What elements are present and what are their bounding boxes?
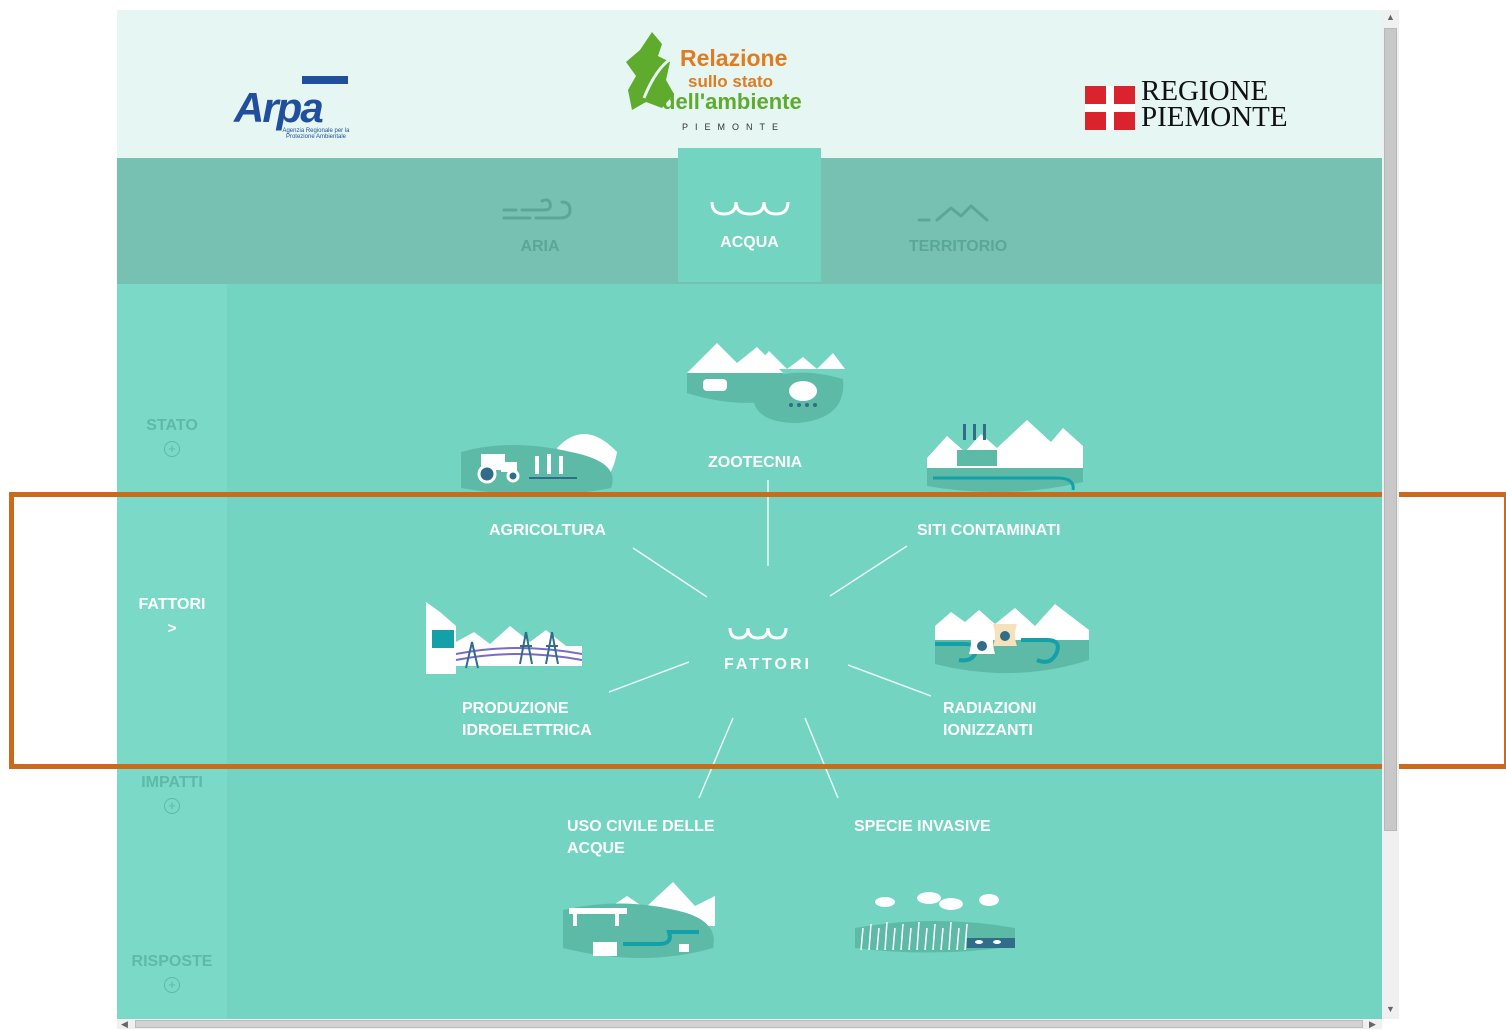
tab-acqua[interactable]: ACQUA <box>678 148 821 282</box>
chevron-right-icon: > <box>167 620 177 637</box>
nav-item-fattori[interactable]: FATTORI > <box>117 596 227 637</box>
vertical-scrollbar[interactable]: ▲ ▼ <box>1382 10 1399 1019</box>
rsa-logo-title: Relazione sullo stato dell'ambiente <box>662 45 802 113</box>
water-treatment-icon <box>563 882 715 958</box>
center-label: FATTORI <box>724 656 812 673</box>
regione-line2: PIEMONTE <box>1141 101 1288 133</box>
wind-icon <box>502 198 572 220</box>
rsa-logo-subtitle: PIEMONTE <box>682 122 786 132</box>
nav-fattori-label: FATTORI <box>138 596 206 613</box>
invasive-species-icon <box>855 892 1015 953</box>
node-radiazioni-line2: IONIZZANTI <box>943 722 1033 739</box>
regione-line1: REGIONE <box>1141 75 1269 107</box>
node-uso-civile-line1: USO CIVILE DELLE <box>567 818 715 835</box>
fattori-diagram: FATTORI ZOOTECNIA <box>227 284 1382 1019</box>
node-radiazioni-ionizzanti[interactable]: RADIAZIONI IONIZZANTI <box>943 698 1036 742</box>
tab-acqua-label: ACQUA <box>720 234 779 251</box>
nav-impatti-label: IMPATTI <box>141 774 203 791</box>
rsa-logo-line3: dell'ambiente <box>662 89 802 114</box>
scroll-down-arrow-icon[interactable]: ▼ <box>1386 1004 1395 1014</box>
arpa-badge <box>302 76 348 84</box>
rsa-logo[interactable]: Relazione sullo stato dell'ambiente PIEM… <box>622 28 822 136</box>
node-uso-civile[interactable]: USO CIVILE DELLE ACQUE <box>567 816 715 860</box>
scroll-up-arrow-icon[interactable]: ▲ <box>1386 12 1395 22</box>
app-viewport: Arpa Agenzia Regionale per la Protezione… <box>117 10 1382 1019</box>
nuclear-plant-icon <box>935 604 1089 674</box>
scroll-left-arrow-icon[interactable]: ◀ <box>121 1019 128 1029</box>
expand-plus-icon: + <box>164 977 180 993</box>
expand-plus-icon: + <box>164 798 180 814</box>
rsa-logo-line2: sullo stato <box>688 72 774 91</box>
arpa-logo[interactable]: Arpa Agenzia Regionale per la Protezione… <box>232 76 362 140</box>
hydro-power-icon <box>426 602 583 674</box>
nav-item-impatti[interactable]: IMPATTI + <box>117 774 227 814</box>
tab-territorio-label: TERRITORIO <box>908 238 1008 255</box>
node-zootecnia[interactable]: ZOOTECNIA <box>708 454 803 471</box>
factory-pollution-icon <box>927 420 1083 493</box>
nav-item-risposte[interactable]: RISPOSTE + <box>117 953 227 993</box>
arpa-logo-subtitle: Agenzia Regionale per la Protezione Ambi… <box>282 128 350 140</box>
cows-pasture-icon <box>687 343 845 423</box>
scroll-right-arrow-icon[interactable]: ▶ <box>1369 1019 1376 1029</box>
node-agricoltura[interactable]: AGRICOLTURA <box>489 522 607 539</box>
horizontal-scrollbar[interactable]: ◀ ▶ <box>117 1019 1382 1029</box>
mountain-icon <box>917 204 989 222</box>
water-waves-icon <box>710 201 789 216</box>
zootecnia-illustration[interactable] <box>687 339 845 432</box>
node-siti-contaminati[interactable]: SITI CONTAMINATI <box>917 522 1061 539</box>
center-water-icon <box>728 627 788 640</box>
piemonte-flag-icon <box>1085 86 1135 130</box>
regione-piemonte-logo[interactable]: REGIONE PIEMONTE <box>1085 77 1288 134</box>
tractor-field-icon <box>461 433 617 495</box>
piemonte-leaf-icon <box>626 32 674 110</box>
tab-aria-label: ARIA <box>520 238 560 255</box>
nav-stato-label: STATO <box>146 417 198 434</box>
horizontal-scrollbar-thumb[interactable] <box>135 1020 1363 1028</box>
specie-invasive-illustration[interactable] <box>855 878 1015 967</box>
node-idroelettrica-line2: IDROELETTRICA <box>462 722 592 739</box>
regione-piemonte-text: REGIONE PIEMONTE <box>1141 75 1288 133</box>
topic-tabbar: ARIA ACQUA TERRITORIO <box>117 148 1382 284</box>
node-produzione-idroelettrica[interactable]: PRODUZIONE IDROELETTRICA <box>462 698 592 742</box>
node-radiazioni-line1: RADIAZIONI <box>943 700 1037 717</box>
node-specie-invasive[interactable]: SPECIE INVASIVE <box>854 818 991 835</box>
idroelettrica-illustration[interactable] <box>426 602 583 687</box>
expand-plus-icon: + <box>164 441 180 457</box>
header: Arpa Agenzia Regionale per la Protezione… <box>117 10 1382 158</box>
node-uso-civile-line2: ACQUE <box>567 840 625 857</box>
section-nav: STATO + FATTORI > IMPATTI + RISPOSTE + <box>117 284 227 1019</box>
node-idroelettrica-line1: PRODUZIONE <box>462 700 569 717</box>
uso-civile-illustration[interactable] <box>563 882 719 971</box>
radiazioni-illustration[interactable] <box>935 604 1089 689</box>
rsa-logo-line1: Relazione <box>680 45 788 71</box>
tab-territorio[interactable]: TERRITORIO <box>888 158 1028 284</box>
nav-risposte-label: RISPOSTE <box>131 953 213 970</box>
agricoltura-illustration[interactable] <box>461 418 621 507</box>
nav-item-stato[interactable]: STATO + <box>117 417 227 457</box>
vertical-scrollbar-thumb[interactable] <box>1384 28 1397 831</box>
tab-aria[interactable]: ARIA <box>470 158 610 284</box>
siti-contaminati-illustration[interactable] <box>927 412 1083 501</box>
arpa-logo-word: Arpa <box>234 84 324 131</box>
diagram-connectors <box>608 480 932 799</box>
